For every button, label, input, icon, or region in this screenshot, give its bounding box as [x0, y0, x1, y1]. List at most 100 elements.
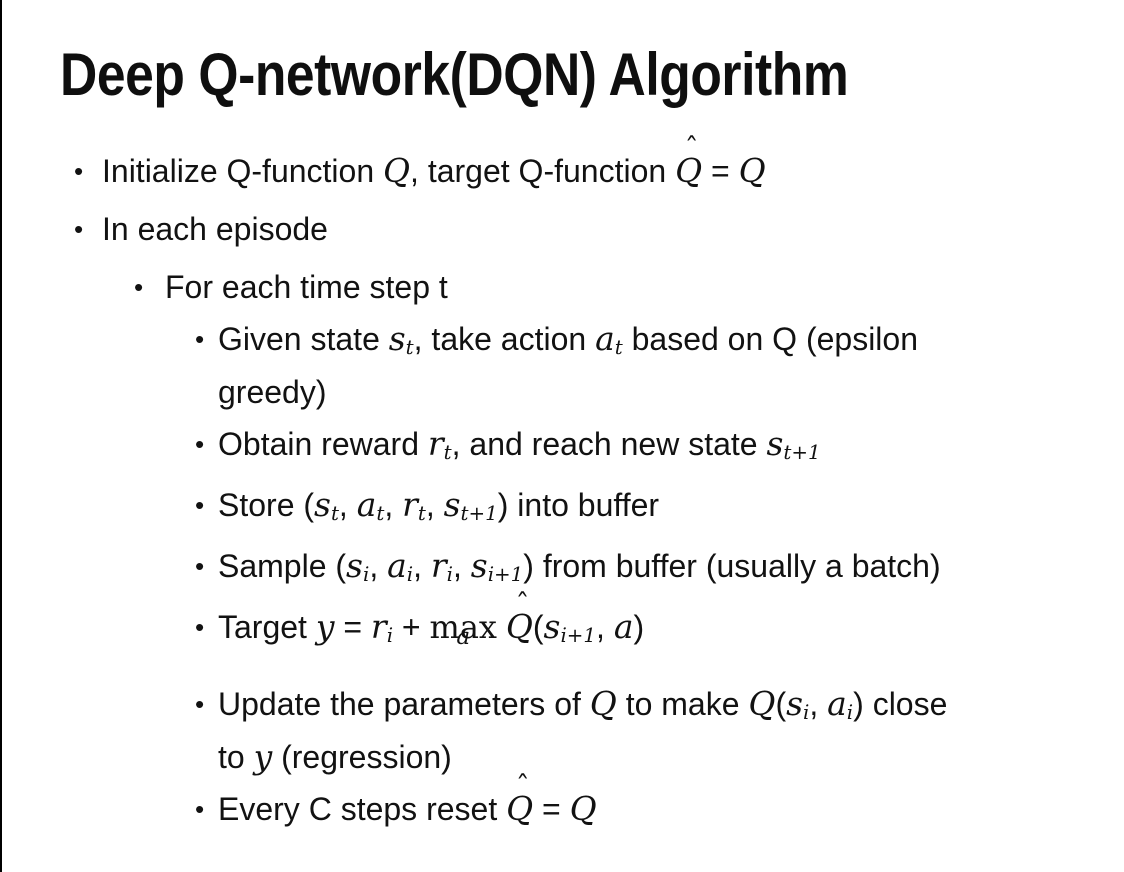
text-run: Target	[218, 608, 316, 645]
text-run: =	[702, 153, 739, 189]
text-run: ,	[338, 486, 357, 523]
text-run: Sample (	[218, 547, 347, 584]
text-line: Store (st, at, rt, st+1) into buffer	[218, 483, 1124, 536]
math-run: Q	[589, 683, 617, 723]
math-run: y	[253, 736, 273, 776]
math-run: Q	[383, 151, 411, 190]
math-run: a	[613, 606, 634, 646]
text-run: ,	[413, 547, 431, 584]
bullet-text: In each episode	[102, 207, 1124, 251]
math-subscript-run: t	[376, 501, 385, 525]
bullet-marker: •	[195, 793, 205, 824]
math-run: r	[402, 484, 418, 524]
text-run: greedy)	[218, 373, 327, 410]
text-run: ,	[809, 685, 828, 722]
text-run: Initialize Q-function	[102, 153, 384, 189]
math-run: Q	[748, 683, 776, 723]
text-run: Obtain reward	[218, 425, 428, 462]
math-subscript-run: i	[446, 562, 453, 586]
text-line: to y (regression)	[218, 735, 1124, 779]
math-run: s	[470, 545, 488, 585]
math-run: a	[356, 484, 377, 524]
math-run: y	[315, 606, 335, 646]
text-run: ) close	[853, 685, 948, 722]
math-run: s	[766, 423, 784, 463]
text-run: Store (	[218, 486, 315, 523]
text-line: Update the parameters of Q to make Q(si,…	[218, 682, 1124, 735]
math-run: a	[595, 319, 615, 358]
text-run: ) from buffer (usually a batch)	[523, 547, 941, 584]
text-run: Given state	[218, 321, 389, 357]
math-subscript-run: t+1	[460, 501, 498, 525]
bullet-marker: •	[195, 324, 205, 354]
text-line: Obtain reward rt, and reach new state st…	[218, 422, 1124, 475]
math-subscript-run: i	[846, 700, 854, 724]
text-run: =	[334, 608, 371, 645]
text-run	[497, 609, 506, 645]
bullet-item: • Initialize Q-function Q, target Q-funct…	[2, 132, 1124, 193]
math-subscript-run: i	[362, 562, 370, 586]
math-subscript-run: t	[417, 501, 426, 525]
hat-accent: ˆ	[515, 587, 530, 621]
operator-under-script: a	[456, 624, 471, 650]
math-subscript-run: i	[406, 562, 414, 586]
bullet-item: •Store (st, at, rt, st+1) into buffer	[2, 483, 1124, 536]
bullet-item: • For each time step t	[2, 265, 1124, 309]
math-subscript-run: t+1	[783, 440, 821, 464]
text-run: +	[393, 608, 430, 645]
text-line: Given state st, take action at based on …	[218, 317, 1124, 370]
math-subscript-run: i+1	[560, 623, 597, 647]
math-subscript-run: i	[803, 700, 810, 724]
math-subscript-run: t	[614, 335, 623, 359]
math-run: s	[314, 484, 331, 524]
math-run: r	[427, 423, 444, 463]
text-run: ,	[596, 608, 614, 645]
text-line: greedy)	[218, 370, 1124, 414]
text-run: (	[532, 608, 544, 645]
math-run: Q	[569, 788, 597, 828]
text-line: For each time step t	[165, 265, 1124, 309]
text-run: (	[775, 685, 787, 722]
bullet-marker: •	[195, 550, 205, 581]
bullet-marker: •	[74, 156, 84, 186]
bullet-text: For each time step t	[165, 265, 1124, 309]
math-run: s	[786, 683, 804, 723]
math-run: s	[543, 606, 561, 646]
hat-accent: ˆ	[684, 132, 699, 165]
text-run: Every C steps reset	[218, 790, 507, 827]
text-run: ,	[452, 547, 471, 584]
bullet-item: •Obtain reward rt, and reach new state s…	[2, 422, 1124, 475]
text-line: Initialize Q-function Q, target Q-functi…	[102, 132, 1124, 193]
text-run: )	[633, 608, 645, 645]
bullet-text: Sample (si, ai, ri, si+1) from buffer (u…	[218, 544, 1124, 597]
math-subscript-run: i+1	[487, 562, 524, 586]
math-run: r	[430, 545, 447, 585]
text-line: In each episode	[102, 207, 1124, 251]
bullet-text: Obtain reward rt, and reach new state st…	[218, 422, 1124, 475]
bullet-marker: •	[134, 272, 144, 302]
text-run: , take action	[413, 321, 596, 357]
slide-title: Deep Q-network(DQN) Algorithm	[60, 41, 849, 108]
text-run: Update the parameters of	[218, 685, 590, 722]
bullet-item: • Sample (si, ai, ri, si+1) from buffer (…	[2, 544, 1124, 597]
bullet-text: Update the parameters of Q to make Q(si,…	[218, 682, 1124, 779]
text-run: , and reach new state	[451, 425, 767, 462]
text-line: Sample (si, ai, ri, si+1) from buffer (u…	[218, 544, 1124, 597]
bullet-text: Store (st, at, rt, st+1) into buffer	[218, 483, 1124, 536]
math-subscript-run: t	[330, 501, 339, 525]
text-run: to make	[616, 685, 749, 722]
math-run: a	[827, 683, 847, 723]
math-run: s	[346, 545, 363, 585]
text-run: ,	[384, 486, 403, 523]
bullet-text: Given state st, take action at based on …	[218, 317, 1124, 414]
bullet-marker: •	[74, 214, 84, 244]
math-run: s	[388, 319, 406, 358]
bullet-item: •Given state st, take action at based on…	[2, 317, 1124, 414]
